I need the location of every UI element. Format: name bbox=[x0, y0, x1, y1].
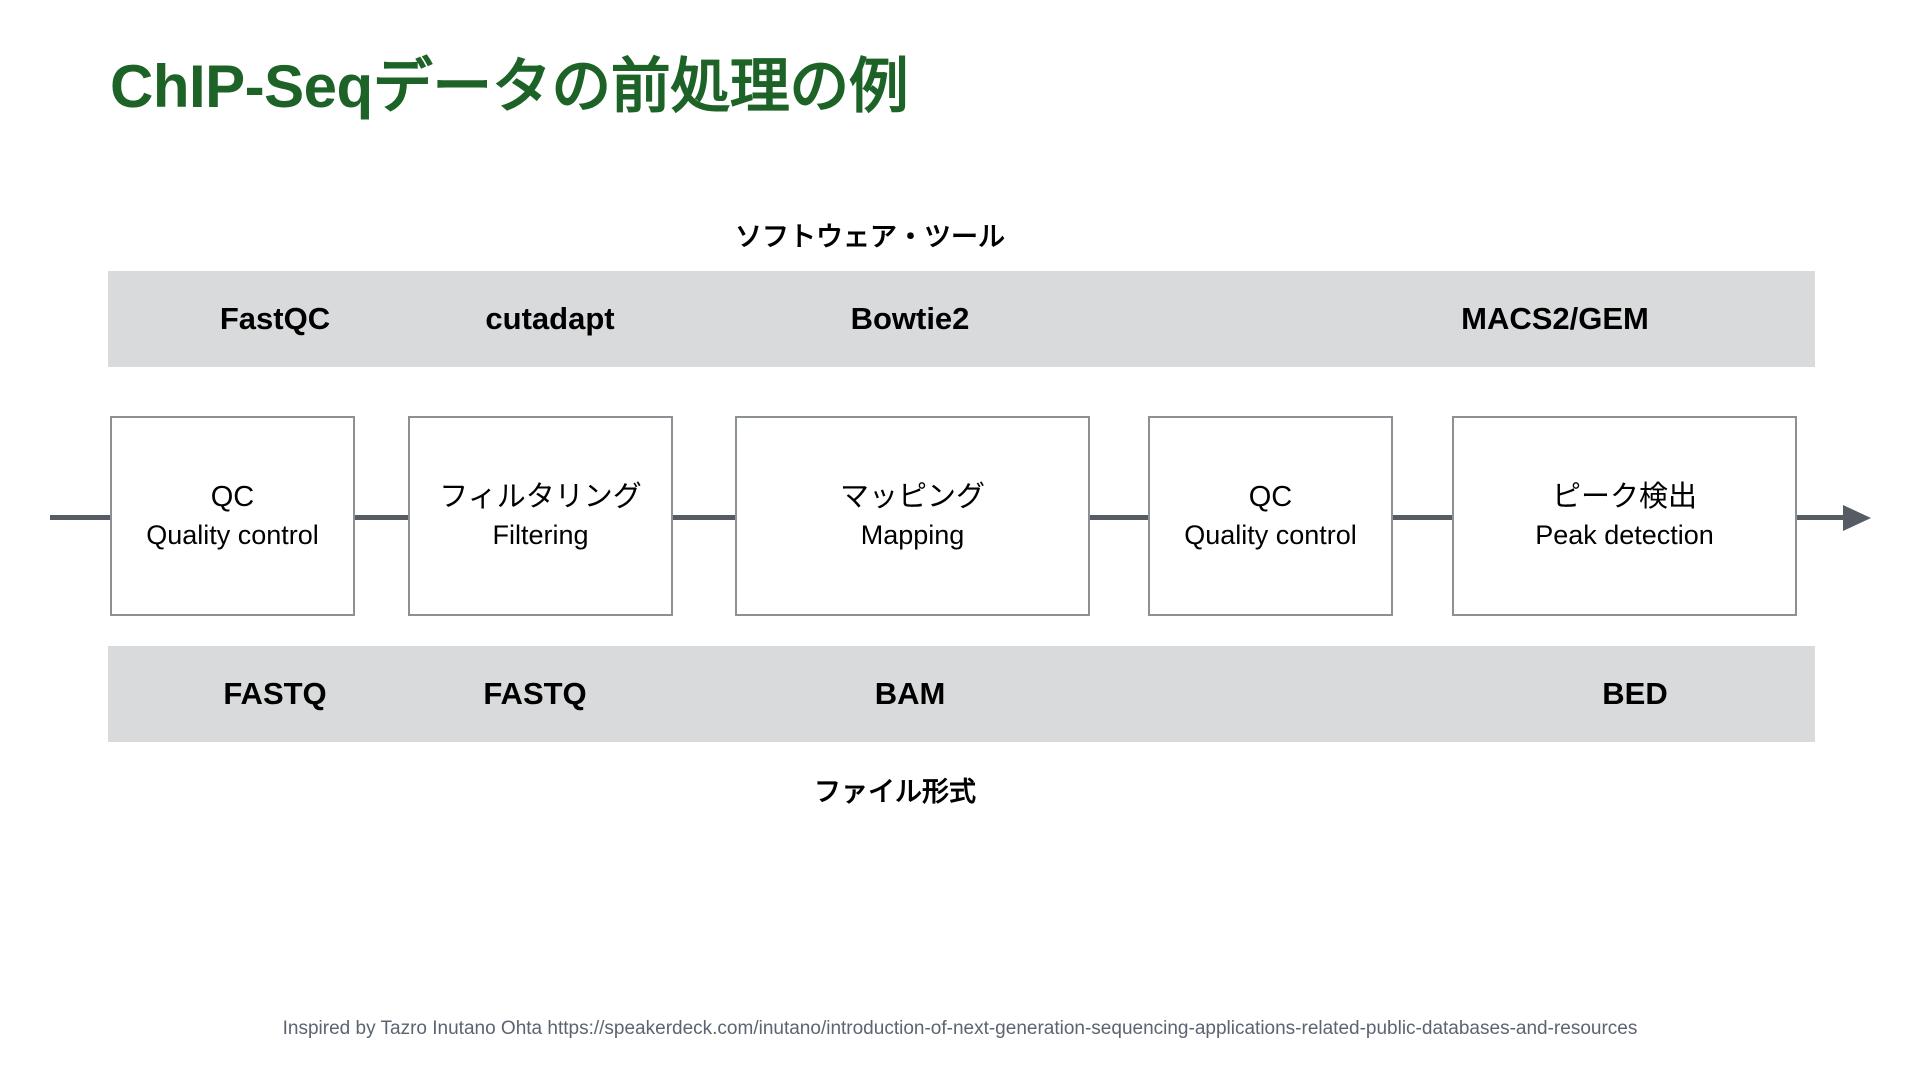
software-tool-label: cutadapt bbox=[485, 301, 615, 336]
file-format-section-caption: ファイル形式 bbox=[814, 777, 976, 807]
pipeline-step-box[interactable]: フィルタリング Filtering bbox=[408, 416, 673, 616]
pipeline-step-title-ja: マッピング bbox=[839, 481, 985, 513]
file-format-label: FASTQ bbox=[223, 676, 327, 711]
pipeline-step-title-en: Peak detection bbox=[1535, 520, 1714, 551]
pipeline-step-title-en: Quality control bbox=[1184, 520, 1357, 551]
pipeline-step-box[interactable]: マッピング Mapping bbox=[735, 416, 1090, 616]
pipeline-step-title-en: Quality control bbox=[146, 520, 319, 551]
file-format-label: BED bbox=[1602, 676, 1668, 711]
pipeline-step-box[interactable]: QC Quality control bbox=[1148, 416, 1393, 616]
pipeline-step-title-ja: QC bbox=[1248, 481, 1293, 513]
footer-credit: Inspired by Tazro Inutano Ohta https://s… bbox=[282, 1018, 1638, 1039]
page-title: ChIP-Seqデータの前処理の例 bbox=[110, 53, 909, 120]
pipeline-step-title-en: Filtering bbox=[492, 520, 589, 551]
software-tools-band: FastQC cutadapt Bowtie2 MACS2/GEM bbox=[108, 271, 1815, 367]
pipeline-step-title-ja: フィルタリング bbox=[439, 481, 642, 513]
pipeline-step-box[interactable]: QC Quality control bbox=[110, 416, 355, 616]
pipeline-arrow-head-icon bbox=[1843, 505, 1871, 531]
pipeline-step-title-en: Mapping bbox=[860, 520, 965, 551]
pipeline-step-title-ja: QC bbox=[210, 481, 255, 513]
software-tool-label: Bowtie2 bbox=[850, 301, 970, 336]
file-format-label: BAM bbox=[874, 676, 946, 711]
file-format-band: FASTQ FASTQ BAM BED bbox=[108, 646, 1815, 742]
pipeline-step-title-ja: ピーク検出 bbox=[1551, 481, 1697, 513]
file-format-label: FASTQ bbox=[483, 676, 587, 711]
pipeline-step-box[interactable]: ピーク検出 Peak detection bbox=[1452, 416, 1797, 616]
software-tool-label: FastQC bbox=[219, 301, 331, 336]
software-section-caption: ソフトウェア・ツール bbox=[735, 222, 1005, 252]
software-tool-label: MACS2/GEM bbox=[1461, 301, 1649, 336]
